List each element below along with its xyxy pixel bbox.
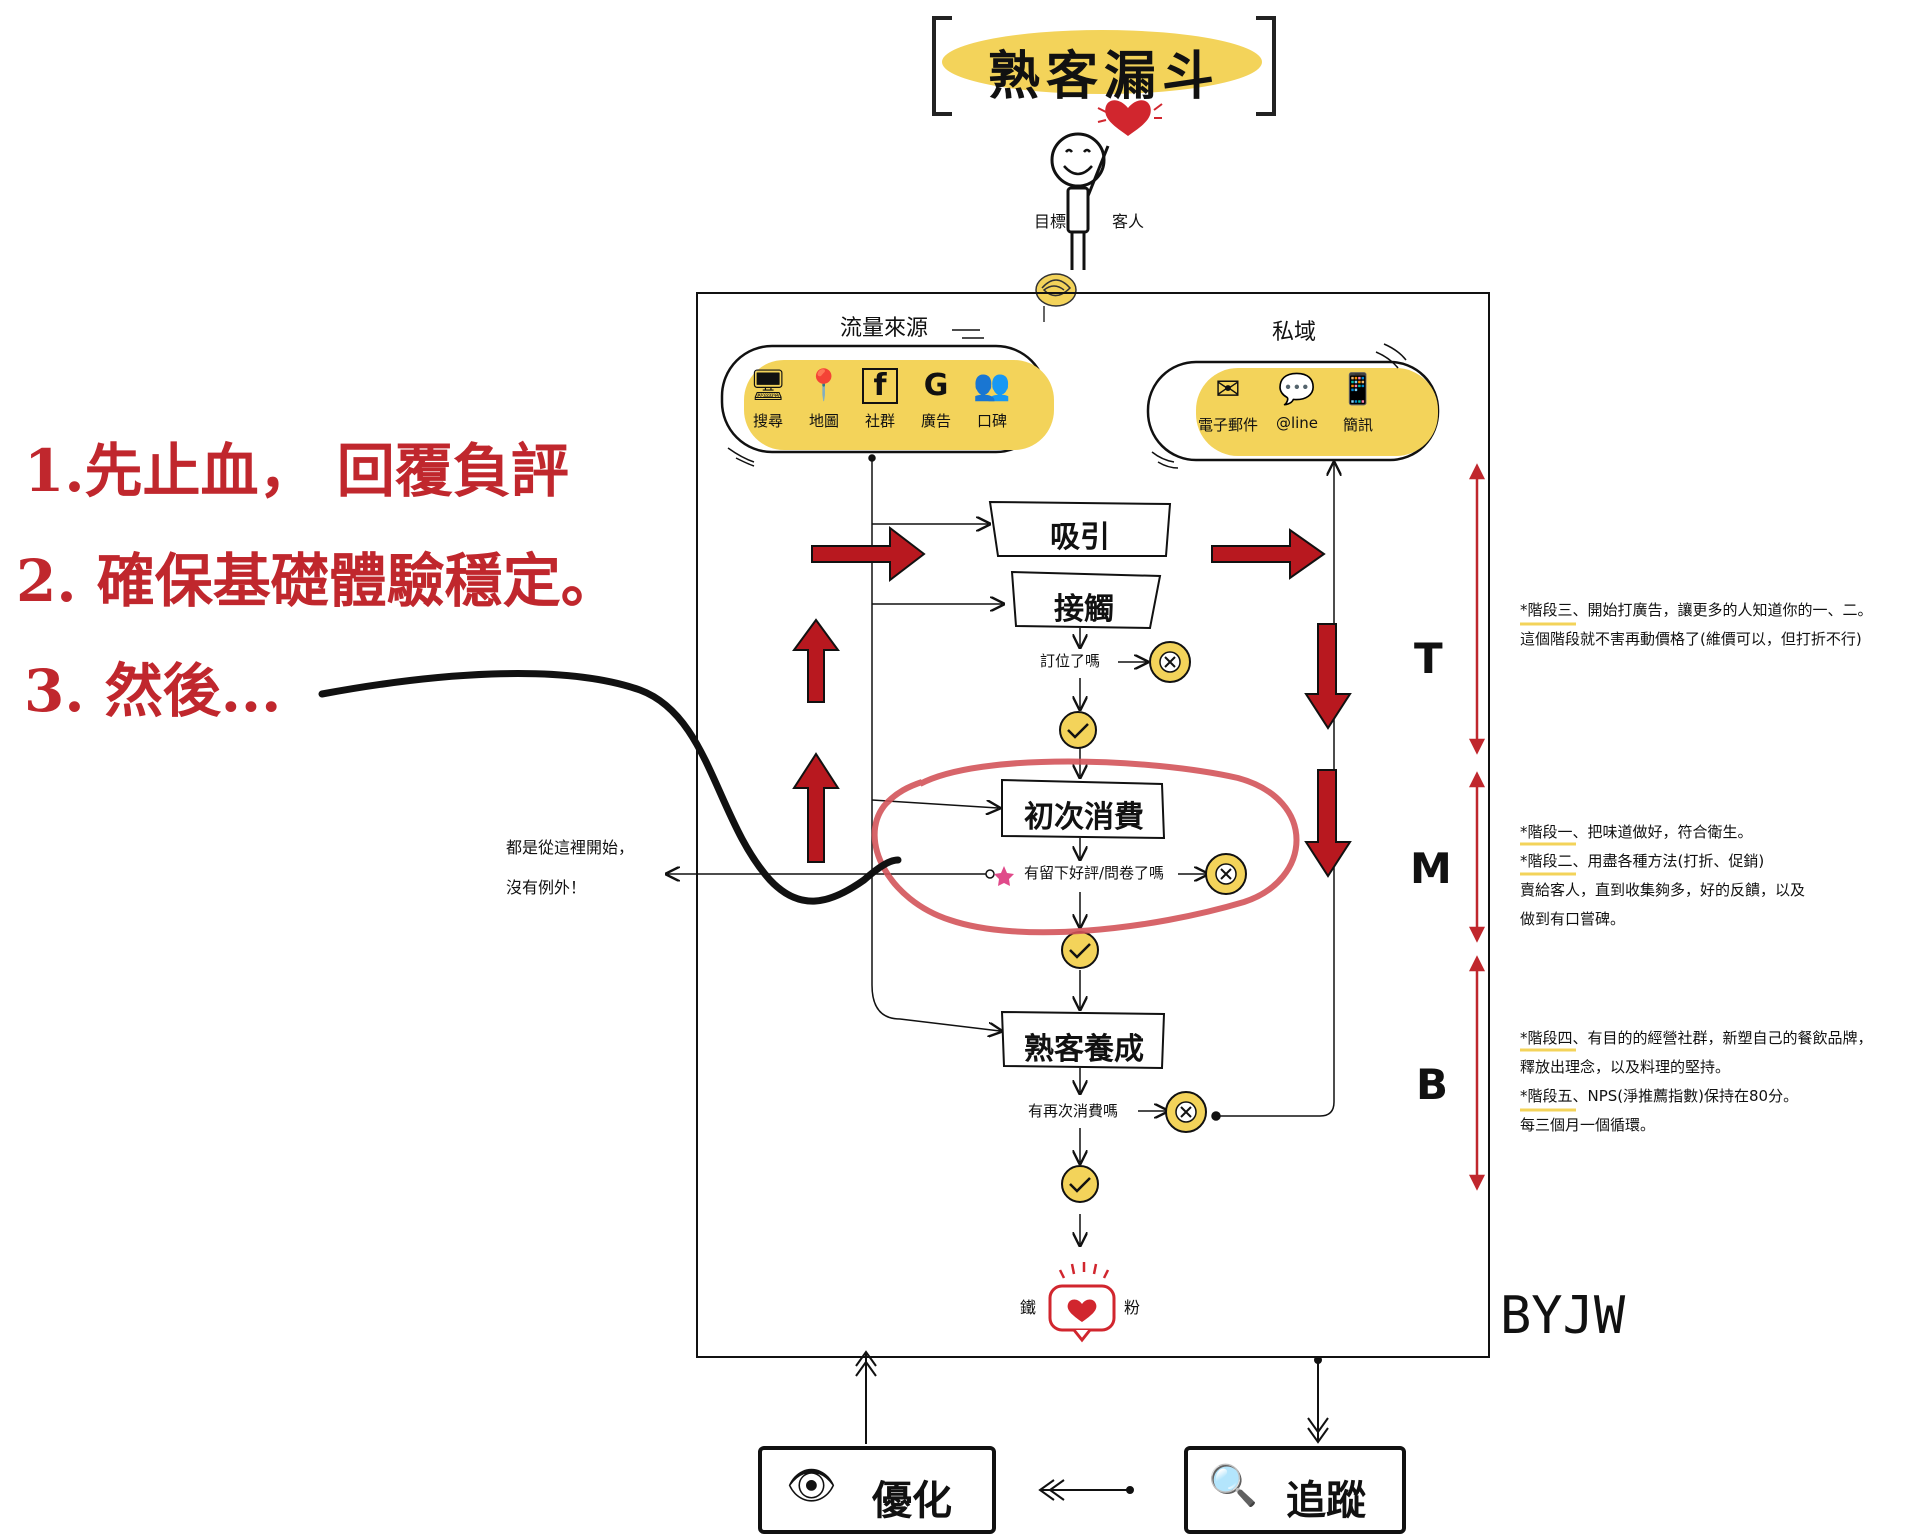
note-line: 這個階段就不害再動價格了(維價可以，但打折不行) [1520,630,1862,648]
traffic-item-wom: 👥 口碑 [964,368,1020,431]
traffic-feed-lines [868,454,1002,1031]
track-label: 追蹤 [1286,1477,1366,1524]
traffic-item-label: 地圖 [808,412,839,430]
check-circle-icon [1059,711,1097,749]
title-bracket-left [932,16,952,116]
fan-heart-icon [1048,1262,1116,1343]
check-circle-icon [1061,1165,1099,1203]
stage-first-purchase: 初次消費 [1024,800,1144,835]
level-t: T [1414,634,1443,683]
star-icon [994,866,1014,886]
stage-banners [988,500,1172,1070]
traffic-item-label: 搜尋 [752,412,783,430]
x-circle-icon [1205,853,1247,895]
step-1: 1.先止血， 回覆負評 [24,437,569,505]
side-note-line1: 都是從這裡開始， [506,838,635,857]
notes-bottom: *階段四、有目的的經營社群，新塑自己的餐飲品牌， 釋放出理念，以及料理的堅持。 … [1520,1024,1873,1140]
stage-contact: 接觸 [1054,592,1114,627]
private-item-email: ✉ 電子郵件 [1190,372,1266,435]
optimize-label: 優化 [872,1477,952,1524]
tmb-brackets [1468,463,1486,1191]
scribble-knot [1035,273,1077,322]
traffic-item-label: 口碑 [976,412,1007,430]
phone-icon: 📱 [1339,372,1377,407]
highlight-circle [871,758,1300,936]
title-bracket-right [1256,16,1276,116]
question-review: 有留下好評/問卷了嗎 [1024,864,1165,882]
main-frame [696,292,1490,1358]
check-circles [1059,711,1099,1203]
private-item-label: @line [1275,414,1319,432]
step-2: 2. 確保基礎體驗穩定。 [16,547,619,615]
persona-figure [1050,132,1110,270]
private-item-label: 電子郵件 [1197,416,1258,434]
heart-icon [1105,100,1151,136]
private-domain-title: 私域 [1272,320,1317,345]
x-circle-icon [1149,641,1191,683]
traffic-sources-title: 流量來源 [840,316,929,341]
title-highlight [942,30,1262,94]
monitor-icon: 🖥 [748,368,788,403]
google-icon: G [923,368,949,403]
sparkle-lines [1097,103,1163,123]
central-flow [668,464,1334,1244]
private-item-line: 💬 @line [1266,372,1328,432]
persona-right-label: 客人 [1112,212,1145,231]
fan-label-left: 鐵 [1020,1298,1037,1317]
question-repurchase: 有再次消費嗎 [1028,1102,1119,1120]
pointer-curve [318,670,902,905]
stage-nurture: 熟客養成 [1024,1032,1144,1067]
traffic-item-search: 🖥 搜尋 [740,368,796,431]
magnifier-icon: 🔍 [1208,1463,1258,1509]
traffic-item-label: 廣告 [920,412,951,430]
traffic-item-label: 社群 [864,412,895,430]
traffic-item-ads: G 廣告 [908,368,964,431]
note-line: 釋放出理念，以及料理的堅持。 [1520,1058,1731,1076]
traffic-item-map: 📍 地圖 [796,368,852,431]
map-pin-icon: 📍 [805,368,843,403]
note-line: *階段四、有目的的經營社群，新塑自己的餐飲品牌， [1520,1029,1873,1047]
optimize-box[interactable]: 👁 優化 [758,1446,996,1534]
notes-top: *階段三、開始打廣告，讓更多的人知道你的一、二。 這個階段就不害再動價格了(維價… [1520,596,1873,654]
note-line: *階段二、用盡各種方法(打折、促銷) [1520,852,1765,870]
question-booked: 訂位了嗎 [1040,652,1101,670]
note-line: 賣給客人，直到收集夠多，好的反饋，以及 [1520,881,1806,899]
notes-middle: *階段一、把味道做好，符合衛生。 *階段二、用盡各種方法(打折、促銷) 賣給客人… [1520,818,1805,934]
note-underlines [1520,622,1576,1112]
note-line: 每三個月一個循環。 [1520,1116,1656,1134]
level-m: M [1410,844,1452,893]
note-line: *階段一、把味道做好，符合衛生。 [1520,823,1753,841]
traffic-item-social: f 社群 [852,368,908,431]
facebook-icon: f [862,368,898,404]
signature: BYJW [1500,1286,1626,1346]
persona-left-label: 目標 [1034,212,1067,231]
red-arrows [792,525,1352,878]
track-box[interactable]: 🔍 追蹤 [1184,1446,1406,1534]
stage-attract: 吸引 [1050,520,1110,555]
x-circles [1149,641,1247,1133]
check-circle-icon [1061,931,1099,969]
note-line: *階段五、NPS(淨推薦指數)保持在80分。 [1520,1087,1799,1105]
bottom-arrows [855,1350,1329,1501]
chat-icon: 💬 [1278,372,1316,407]
level-b: B [1416,1060,1449,1109]
title-block: 熟客漏斗 [932,16,1276,116]
traffic-source-pill [720,329,1054,467]
note-line: 做到有口嘗碑。 [1520,910,1626,928]
side-note-line2: 沒有例外！ [506,878,587,897]
fan-label-right: 粉 [1124,1298,1141,1317]
email-icon: ✉ [1215,372,1241,407]
private-item-label: 簡訊 [1342,416,1373,434]
x-circle-icon [1165,1091,1207,1133]
eye-icon: 👁 [786,1463,837,1509]
step-3: 3. 然後... [24,657,282,725]
private-domain-pill [1146,343,1440,469]
private-item-sms: 📱 簡訊 [1330,372,1386,435]
page-title: 熟客漏斗 [987,46,1220,107]
people-icon: 👥 [973,368,1011,403]
note-line: *階段三、開始打廣告，讓更多的人知道你的一、二。 [1520,601,1873,619]
